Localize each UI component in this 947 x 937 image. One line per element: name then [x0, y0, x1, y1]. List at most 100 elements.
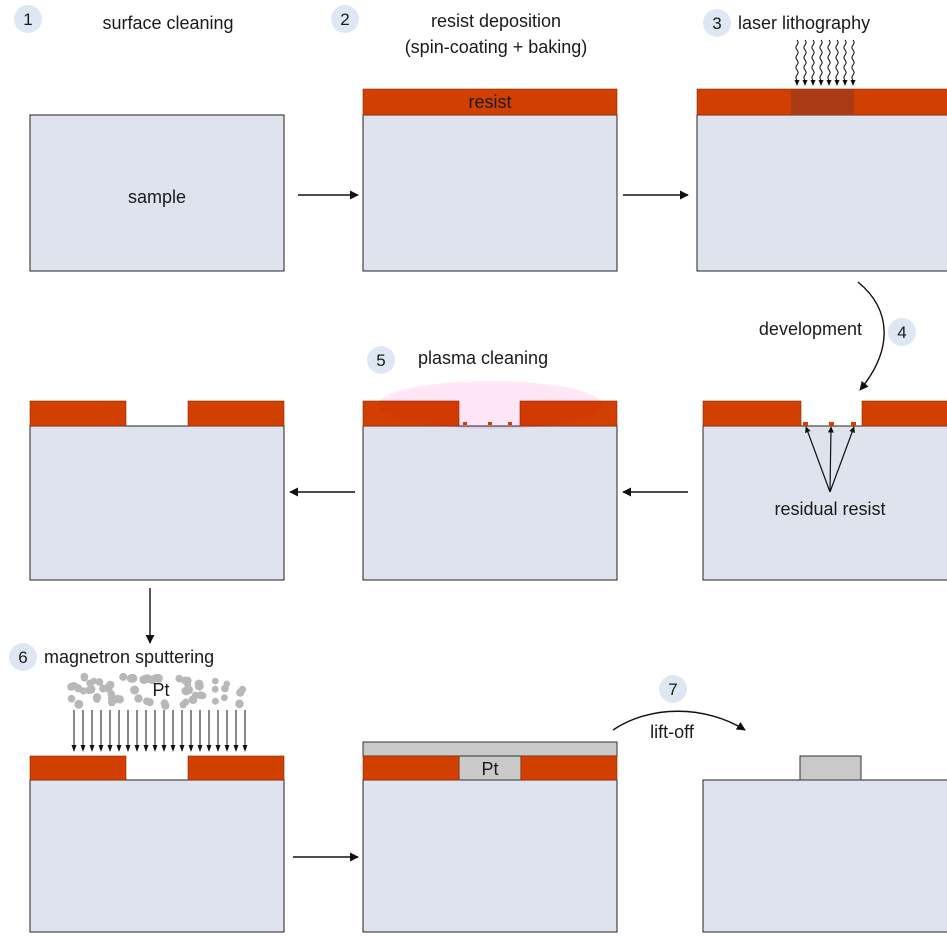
substrate [696, 114, 947, 272]
resist-left [29, 755, 127, 781]
laser-ray [827, 39, 831, 81]
step-2-badge [331, 5, 359, 33]
laser-ray [819, 39, 823, 81]
step-1-title: surface cleaning [102, 13, 233, 33]
laser-ray [803, 39, 807, 81]
substrate [702, 425, 947, 581]
pt-particle [184, 685, 194, 695]
step-7-number: 7 [668, 680, 677, 699]
sputter-arrow-head [179, 745, 185, 752]
residual-resist-label: residual resist [774, 499, 885, 519]
sputter-arrow-head [107, 745, 113, 752]
pt-source-label: Pt [152, 680, 169, 700]
pt-particle [92, 693, 102, 702]
sputter-arrow-head [233, 745, 239, 752]
pointer-arrow [805, 426, 831, 493]
pt-particle [74, 699, 84, 709]
step-5-number: 5 [376, 351, 385, 370]
step-5-title: plasma cleaning [418, 348, 548, 368]
step-4-number: 4 [897, 323, 906, 342]
step-3-header: 3 laser lithography [703, 9, 870, 37]
sputter-arrow-head [80, 745, 86, 752]
pt-particle [134, 694, 143, 703]
pt-particle [106, 680, 115, 690]
pt-particle [139, 675, 149, 684]
pt-particle [67, 682, 76, 691]
laser-ray-head [802, 80, 808, 86]
pt-particle [81, 674, 88, 682]
step-2-number: 2 [340, 10, 349, 29]
step-5-badge [367, 346, 395, 374]
panel-6-magnetron-sputtering: Pt [29, 672, 285, 933]
step-6-header: 6 magnetron sputtering [9, 643, 214, 671]
pt-particle [90, 677, 98, 685]
step-2-title: resist deposition [431, 11, 561, 31]
laser-ray [795, 39, 799, 81]
residual-resist-particle [803, 422, 808, 426]
pt-particle [235, 699, 244, 709]
sputter-arrow-head [71, 745, 77, 752]
substrate [362, 114, 618, 272]
laser-ray-head [842, 80, 848, 86]
sputter-arrow-head [242, 745, 248, 752]
plasma-glow [378, 381, 602, 429]
pt-particle [188, 695, 198, 704]
step-4-header: development 4 [759, 318, 916, 346]
pt-particle [211, 685, 219, 693]
panel-pt-deposited: Pt [362, 741, 618, 933]
step-7-header: 7 lift-off [650, 675, 695, 742]
step-3-number: 3 [712, 14, 721, 33]
laser-ray-head [826, 80, 832, 86]
panel-4-development: residual resist [702, 400, 947, 581]
step-4-badge [888, 318, 916, 346]
resist-left [29, 400, 127, 427]
laser-ray [843, 39, 847, 81]
pt-particle-cloud [67, 672, 247, 710]
sputter-arrow-head [134, 745, 140, 752]
sample-label: sample [128, 187, 186, 207]
pt-particle [211, 697, 219, 705]
exposed-resist-region [791, 89, 854, 115]
pt-particle [194, 681, 204, 691]
pointer-arrow [827, 426, 834, 493]
pt-particle [95, 678, 104, 686]
sputter-flux-arrows [71, 710, 248, 752]
step-7-badge [659, 675, 687, 703]
resist-left [702, 400, 802, 427]
sputter-arrow-head [188, 745, 194, 752]
step-1-number: 1 [23, 10, 32, 29]
pt-particle [221, 694, 228, 702]
sputter-arrow-head [161, 745, 167, 752]
pt-particle [67, 694, 76, 703]
sputter-arrow-head [143, 745, 149, 752]
laser-rays [794, 39, 856, 86]
resist-right [187, 755, 285, 781]
resist-right [520, 755, 618, 781]
step-3-badge [703, 9, 731, 37]
step-2-subtitle: (spin-coating + baking) [405, 37, 588, 57]
substrate [362, 425, 618, 581]
residual-resist-particle [851, 422, 856, 426]
step-3-title: laser lithography [738, 13, 870, 33]
substrate [29, 779, 285, 933]
sputter-arrow-head [116, 745, 122, 752]
step-4-title: development [759, 319, 862, 339]
pt-particle [145, 698, 154, 707]
panel-3-laser-lithography [696, 39, 947, 272]
residual-resist-particle [829, 422, 834, 426]
panel-7-lift-off [702, 755, 947, 933]
arrow-3-to-4 [857, 281, 885, 391]
substrate [702, 779, 947, 933]
pt-particle [221, 684, 229, 693]
laser-ray-head [850, 80, 856, 86]
substrate [29, 114, 285, 272]
resist-layer [362, 88, 618, 116]
sputter-arrow-head [197, 745, 203, 752]
pt-particle [196, 691, 205, 700]
sputter-arrow-head [224, 745, 230, 752]
sputter-arrow-head [125, 745, 131, 752]
step-6-title: magnetron sputtering [44, 647, 214, 667]
step-1-badge [14, 5, 42, 33]
pt-particle [130, 685, 140, 695]
